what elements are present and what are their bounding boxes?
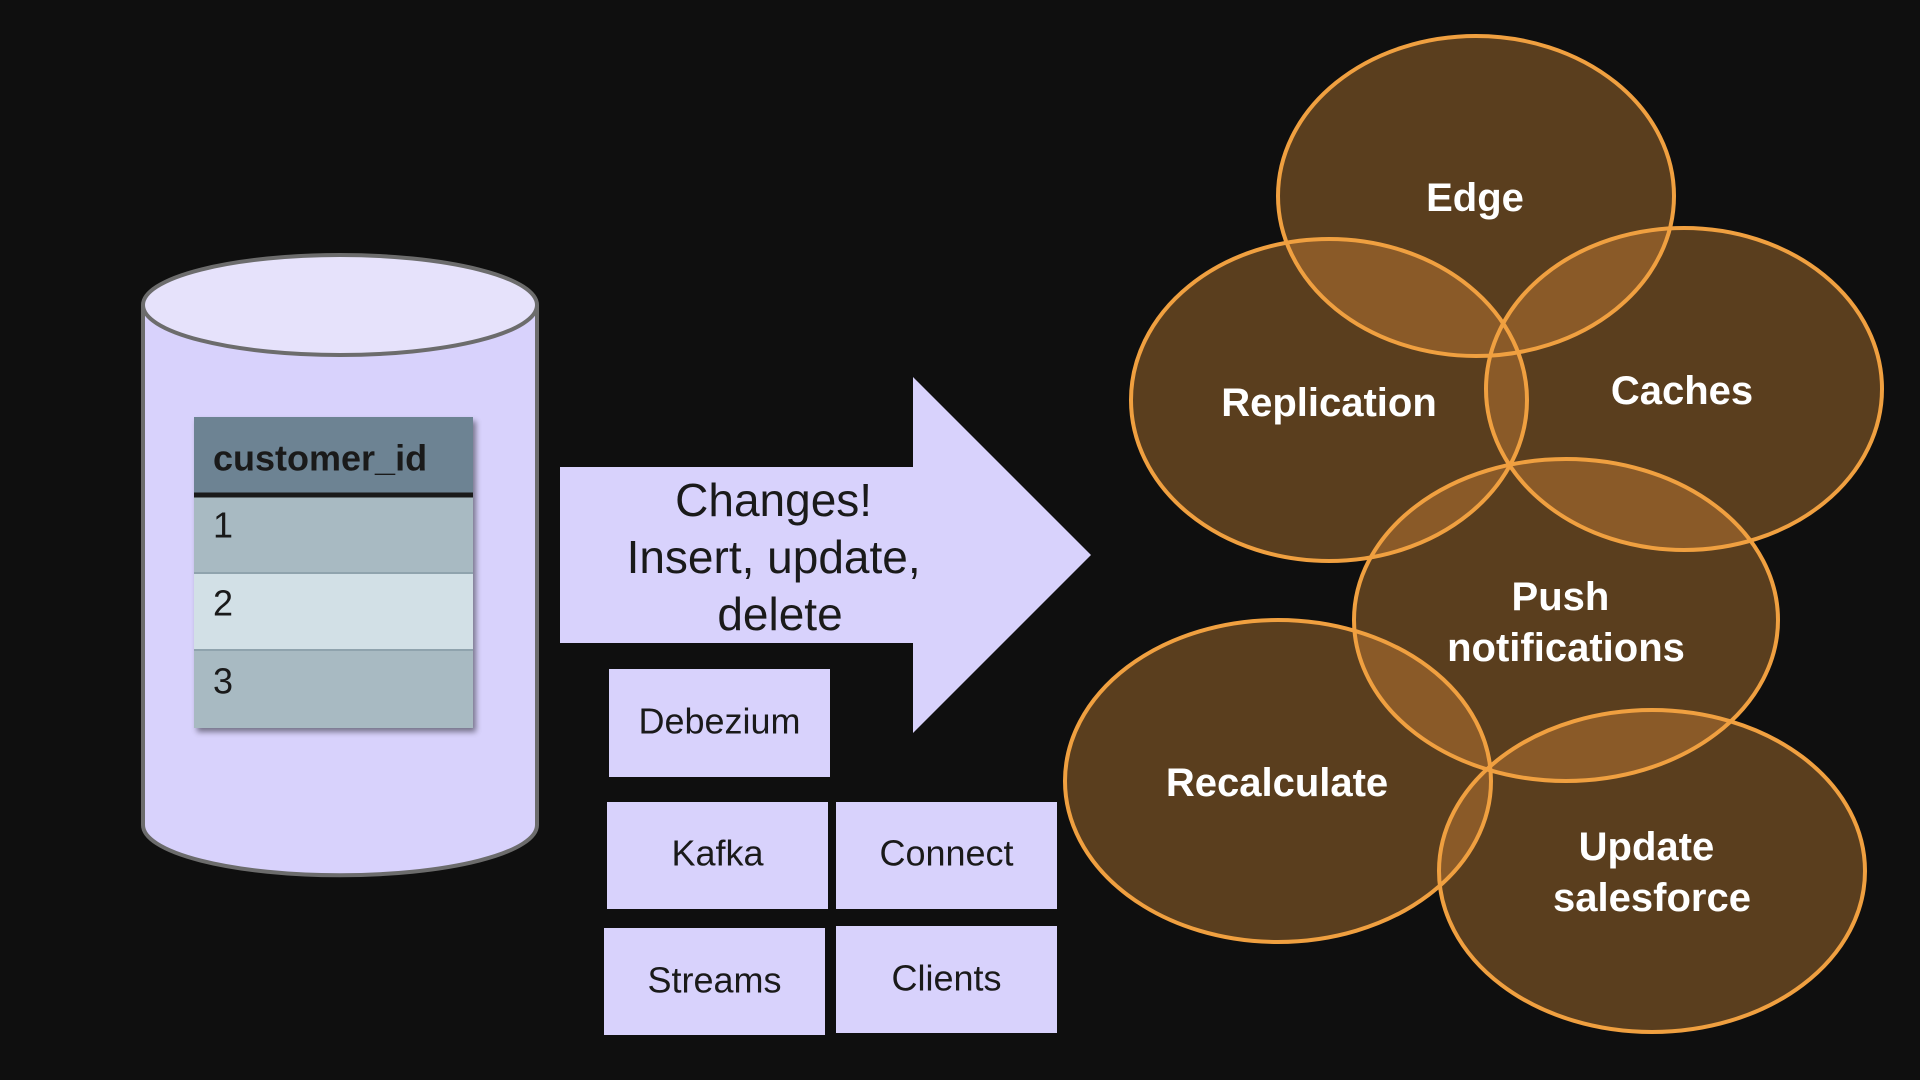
table-cell-2: 2 <box>213 583 233 624</box>
table-cell-3: 3 <box>213 661 233 702</box>
consumer-label-replication: Replication <box>1221 381 1437 425</box>
table-header-label: customer_id <box>213 438 427 479</box>
tool-box-kafka: Kafka <box>607 802 828 909</box>
table-row-1 <box>194 495 473 573</box>
database-top <box>141 253 539 357</box>
arrow-label: Changes! Insert, update, delete <box>627 474 934 640</box>
table-row-3 <box>194 650 473 728</box>
arrow-label-line: Changes! <box>675 474 872 526</box>
consumer-label-push: Push notifications <box>1447 575 1685 670</box>
tool-label-connect: Connect <box>879 833 1013 874</box>
arrow-label-line: delete <box>717 588 842 640</box>
table-cell-1: 1 <box>213 505 233 546</box>
tool-box-connect: Connect <box>836 802 1057 909</box>
tool-box-debezium: Debezium <box>609 669 830 777</box>
overlap-caches-push <box>1486 459 1778 550</box>
circle-replication-outline <box>1129 237 1529 563</box>
circle-salesforce-outline <box>1437 708 1867 1034</box>
tool-label-debezium: Debezium <box>638 701 800 742</box>
tool-box-streams: Streams <box>604 928 825 1035</box>
right-arrow-icon <box>560 377 1091 733</box>
customer-table <box>194 417 473 728</box>
consumer-label-edge: Edge <box>1426 176 1524 220</box>
circle-caches-outline <box>1484 226 1884 552</box>
consumer-label-recalculate: Recalculate <box>1166 761 1388 805</box>
circle-edge-outline <box>1276 34 1676 358</box>
table-row-2 <box>194 573 473 650</box>
circle-recalculate-outline <box>1063 618 1493 944</box>
circle-salesforce <box>1439 710 1865 1032</box>
tool-label-kafka: Kafka <box>671 833 764 874</box>
table-header-cell <box>194 417 473 495</box>
consumer-circles: Edge Replication Caches Push notificatio… <box>1063 34 1884 1034</box>
tool-label-clients: Clients <box>891 958 1001 999</box>
overlap-edge-replication <box>1278 239 1527 356</box>
consumer-label-salesforce: Update salesforce <box>1553 825 1751 920</box>
consumer-label-caches: Caches <box>1611 369 1753 413</box>
tool-box-clients: Clients <box>836 926 1057 1033</box>
circle-push-outline <box>1352 457 1780 783</box>
arrow-label-line: Insert, update, <box>627 531 921 583</box>
overlap-edge-caches <box>1486 228 1674 356</box>
tool-label-streams: Streams <box>647 960 781 1001</box>
